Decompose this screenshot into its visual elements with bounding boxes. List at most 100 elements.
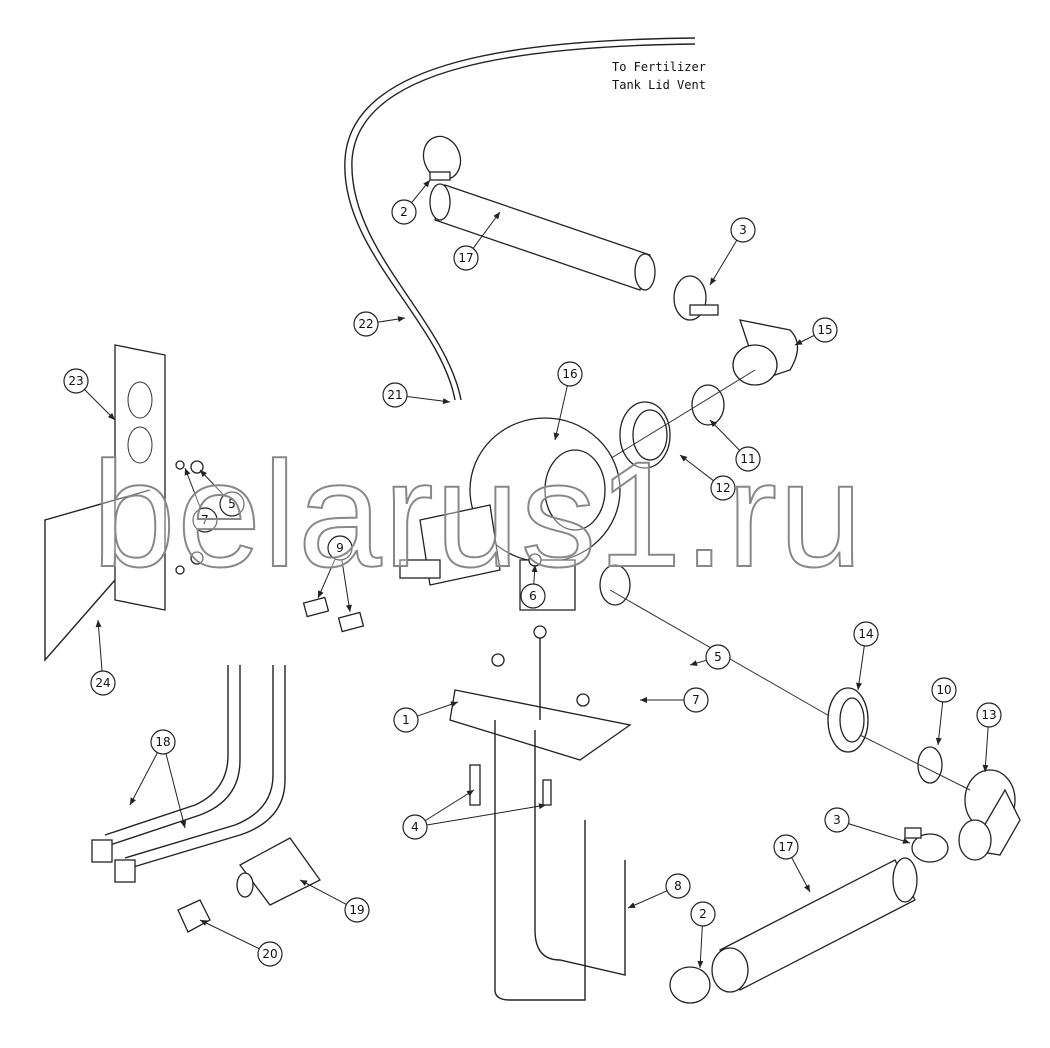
callout-circle	[690, 901, 716, 927]
leader-line	[679, 454, 714, 482]
nipple-20	[177, 899, 211, 933]
hose-end-a	[91, 839, 113, 863]
hose-upper	[429, 183, 656, 291]
callout-10: 10	[931, 677, 957, 746]
leader-line	[417, 701, 459, 717]
arrowhead	[640, 697, 647, 703]
arrowhead	[553, 432, 560, 440]
callout-circle	[90, 670, 116, 696]
leader-line	[709, 240, 738, 286]
callout-number: 7	[692, 693, 700, 707]
callout-circle	[192, 507, 218, 533]
plate-23	[114, 344, 166, 611]
leader-line	[984, 726, 989, 773]
callout-20: 20	[199, 919, 283, 967]
callout-circle	[812, 317, 838, 343]
callout-number: 10	[936, 683, 951, 697]
leader-line	[472, 211, 501, 249]
callout-2: 2	[690, 901, 716, 969]
callout-23: 23	[63, 368, 116, 421]
callout-number: 9	[336, 541, 344, 555]
callout-number: 15	[817, 323, 832, 337]
hose-end-b	[114, 859, 136, 883]
u-bolt-24	[44, 489, 151, 662]
leader-line	[426, 804, 547, 826]
arrowhead	[466, 790, 474, 797]
callout-number: 2	[699, 907, 707, 921]
callout-number: 4	[411, 820, 419, 834]
arrowhead	[180, 820, 187, 828]
callout-number: 5	[714, 650, 722, 664]
callout-circle	[150, 729, 176, 755]
hose-18b	[129, 665, 286, 869]
callout-22: 22	[353, 311, 406, 337]
vent-tube	[344, 37, 696, 401]
arrowhead	[107, 412, 115, 420]
callout-3: 3	[709, 217, 756, 286]
callout-5: 5	[689, 644, 731, 670]
arrowhead	[628, 902, 636, 908]
callout-number: 21	[387, 388, 402, 402]
callout-circle	[520, 583, 546, 609]
callout-number: 20	[262, 947, 277, 961]
elbow-15	[732, 319, 799, 386]
leader-line	[129, 752, 158, 806]
callout-circle	[705, 644, 731, 670]
hose-lower	[711, 857, 918, 993]
callout-circle	[353, 311, 379, 337]
hose-18b-b	[124, 665, 274, 859]
gasket-10	[917, 746, 943, 784]
leader-line	[199, 919, 260, 950]
leader-line	[165, 753, 186, 829]
callout-14: 14	[853, 621, 879, 691]
callout-circle	[344, 897, 370, 923]
leader-line	[424, 789, 475, 822]
gasket-11	[691, 384, 725, 426]
callout-number: 8	[674, 879, 682, 893]
callout-number: 22	[358, 317, 373, 331]
hose-18a-b	[104, 665, 229, 836]
u-bolt-8b	[534, 730, 626, 976]
callout-17: 17	[773, 834, 811, 893]
callout-15: 15	[794, 317, 838, 346]
callout-number: 11	[740, 452, 755, 466]
leader-line	[857, 645, 865, 691]
callout-circle	[219, 491, 245, 517]
callout-21: 21	[382, 382, 451, 408]
callout-circle	[402, 814, 428, 840]
hose-18a	[109, 665, 241, 846]
callout-3: 3	[824, 807, 911, 844]
callout-24: 24	[90, 619, 116, 696]
watermark: belarus1.ru	[91, 429, 865, 599]
arrowhead	[130, 797, 136, 805]
elbow-13	[958, 769, 1021, 861]
callout-circle	[773, 834, 799, 860]
callout-circle	[824, 807, 850, 833]
callout-circle	[557, 361, 583, 387]
arrowhead	[531, 565, 538, 573]
callout-circle	[710, 475, 736, 501]
leader-line	[709, 419, 740, 451]
callout-number: 3	[833, 813, 841, 827]
callout-circle	[63, 368, 89, 394]
arrowhead	[200, 470, 207, 478]
callout-circle	[976, 702, 1002, 728]
arrowhead	[442, 398, 450, 405]
arrowhead	[450, 701, 458, 708]
callout-16: 16	[553, 361, 583, 441]
clamp-upper	[422, 135, 462, 181]
callout-number: 24	[95, 676, 110, 690]
arrowhead	[690, 660, 698, 666]
leader-line	[341, 559, 351, 613]
callout-circle	[853, 621, 879, 647]
callout-5: 5	[199, 469, 245, 517]
callout-number: 1	[402, 713, 410, 727]
callout-number: 12	[715, 481, 730, 495]
callout-number: 13	[981, 708, 996, 722]
leader-line	[406, 396, 451, 403]
callout-circle	[931, 677, 957, 703]
leader-line	[627, 890, 668, 909]
